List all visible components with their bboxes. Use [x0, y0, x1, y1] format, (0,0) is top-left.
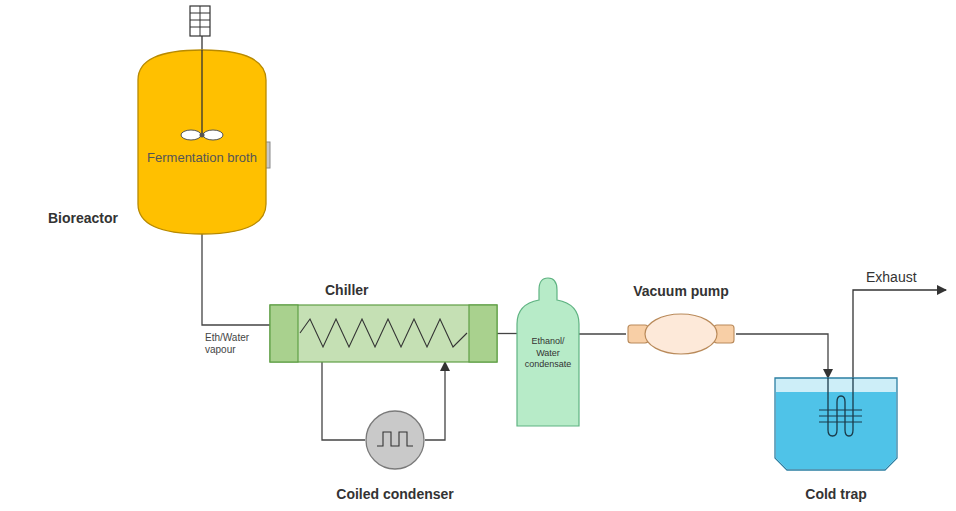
impeller-blade [181, 130, 201, 140]
coiled-condenser: Coiled condenser [365, 410, 425, 470]
chiller-coil [300, 319, 467, 347]
pipe-connector [736, 334, 828, 378]
unit-title: Vacuum pump [633, 283, 729, 299]
agitator-shaft [201, 50, 202, 135]
pipe-connector [425, 362, 445, 440]
pipe-connector [497, 333, 517, 334]
chiller-cap [270, 305, 298, 362]
pipe-connector [322, 362, 365, 440]
bioreactor-vessel-outline [138, 50, 266, 234]
chiller-unit-outline [270, 305, 497, 362]
exhaust-line [853, 290, 946, 378]
condensate-flask: Ethanol/ Water condensate [517, 278, 579, 426]
edge-label: Eth/Water vapour [205, 332, 253, 356]
cold-trap: Cold trap [775, 378, 897, 470]
agitator-motor [190, 6, 210, 52]
trap-beaker [775, 378, 897, 470]
vessel-title: Bioreactor [48, 210, 118, 226]
impeller-blade [203, 130, 223, 140]
chiller-cap [469, 305, 497, 362]
chiller-unit: Chiller [270, 305, 497, 362]
trap-coil-bar [819, 421, 862, 422]
vacuum-pump: Vacuum pump [626, 313, 736, 355]
flow-label: Exhaust [866, 269, 917, 285]
coiled-condenser-outline [365, 410, 425, 470]
unit-title: Chiller [325, 282, 369, 298]
vessel-content: Fermentation broth [146, 150, 258, 167]
pump-body [645, 314, 717, 354]
unit-title: Cold trap [805, 486, 866, 502]
pipe-connector [579, 333, 626, 334]
unit-title: Coiled condenser [336, 486, 453, 502]
flask-body [517, 278, 579, 426]
vacuum-pump-outline [626, 313, 736, 355]
bioreactor-vessel: BioreactorFermentation broth [138, 50, 266, 234]
condenser-body [366, 411, 424, 469]
chiller-body [270, 305, 497, 362]
cold-trap-outline [775, 378, 897, 470]
vessel-body [138, 50, 266, 234]
trap-coolant [776, 392, 896, 469]
flask-content: Ethanol/ Water condensate [520, 336, 576, 371]
pipe-connector [202, 234, 270, 325]
condenser-coil [377, 432, 413, 446]
trap-coil [828, 378, 853, 436]
impeller-hub [200, 133, 205, 138]
trap-coil-bar [819, 409, 862, 410]
trap-coil-bar [819, 415, 862, 416]
